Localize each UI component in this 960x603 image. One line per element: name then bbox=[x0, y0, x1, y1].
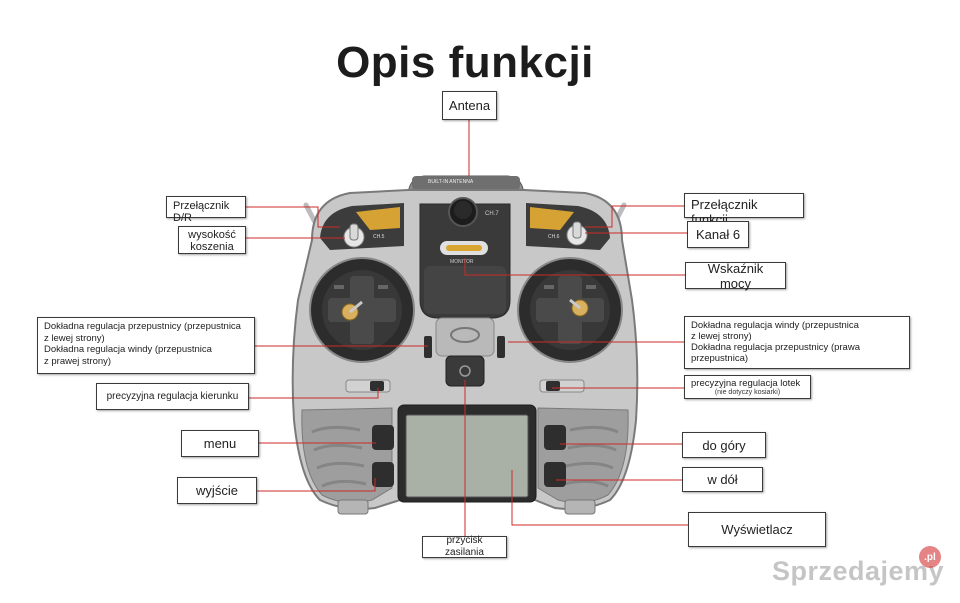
label-dr-switch-text: Przełącznik D/R bbox=[173, 200, 230, 224]
label-up: do góry bbox=[682, 432, 766, 458]
label-channel-6: Kanał 6 bbox=[687, 221, 749, 248]
label-power-button-text: przycisk zasilania bbox=[445, 535, 484, 558]
label-power-indicator-text: Wskaźnik mocy bbox=[707, 260, 764, 291]
label-menu-text: menu bbox=[203, 436, 237, 451]
label-aileron-trim: precyzyjna regulacja lotek (nie dotyczy … bbox=[684, 375, 811, 399]
label-left-trims-line2: z lewej strony) bbox=[44, 332, 105, 344]
monitor-text: MONITOR bbox=[450, 259, 474, 265]
label-cutting-height-line2: koszenia bbox=[190, 241, 234, 253]
label-dr-switch: Przełącznik D/R bbox=[166, 196, 246, 224]
label-left-trims: Dokładna regulacja przepustnicy (przepus… bbox=[37, 317, 255, 374]
label-rudder-trim: precyzyjna regulacja kierunku bbox=[96, 383, 249, 410]
label-exit-text: wyjście bbox=[196, 483, 238, 498]
label-display: Wyświetlacz bbox=[688, 512, 826, 547]
label-left-trims-line3: Dokładna regulacja windy (przepustnica bbox=[44, 344, 212, 355]
label-aileron-trim-text: precyzyjna regulacja lotek bbox=[691, 378, 801, 389]
label-menu: menu bbox=[181, 430, 259, 457]
label-up-text: do góry bbox=[702, 437, 746, 453]
label-right-trims-line3: Dokładna regulacja przepustnicy (prawa bbox=[691, 342, 860, 353]
label-exit: wyjście bbox=[177, 477, 257, 504]
watermark-badge: .pl bbox=[919, 546, 941, 568]
label-right-trims-line1: Dokładna regulacja windy (przepustnica bbox=[691, 320, 859, 331]
label-left-trims-line4: z prawej strony) bbox=[44, 355, 112, 367]
label-rudder-trim-text: precyzyjna regulacja kierunku bbox=[106, 390, 239, 402]
label-right-trims-line2: z lewej strony) bbox=[691, 331, 752, 342]
antenna-text: BUILT-IN ANTENNA bbox=[428, 179, 474, 185]
label-power-button: przycisk zasilania bbox=[422, 535, 507, 558]
label-aileron-trim-note: (nie dotyczy kosiarki) bbox=[714, 389, 781, 396]
label-channel-6-text: Kanał 6 bbox=[695, 227, 741, 242]
label-left-trims-line1: Dokładna regulacja przepustnicy (przepus… bbox=[44, 321, 241, 332]
ch6-text: CH.6 bbox=[548, 234, 560, 240]
label-power-indicator: Wskaźnik mocy bbox=[685, 260, 786, 291]
label-right-trims-line4: przepustnica) bbox=[691, 353, 749, 364]
label-antena: Antena bbox=[442, 91, 497, 120]
label-down: w dół bbox=[682, 467, 763, 492]
label-down-text: w dół bbox=[707, 472, 738, 487]
label-cutting-height-line1: wysokość bbox=[188, 229, 236, 241]
label-cutting-height: wysokość koszenia bbox=[178, 226, 246, 254]
label-function-switch: Przełącznik funkcji bbox=[684, 193, 804, 227]
page-title: Opis funkcji bbox=[336, 38, 594, 87]
ch7-text: CH.7 bbox=[485, 211, 499, 217]
ch5-text: CH.5 bbox=[373, 234, 385, 240]
label-antena-text: Antena bbox=[448, 98, 491, 113]
watermark-logo: Sprzedajemy bbox=[772, 556, 945, 586]
label-display-text: Wyświetlacz bbox=[721, 522, 793, 537]
label-right-trims: Dokładna regulacja windy (przepustnica z… bbox=[684, 316, 910, 369]
